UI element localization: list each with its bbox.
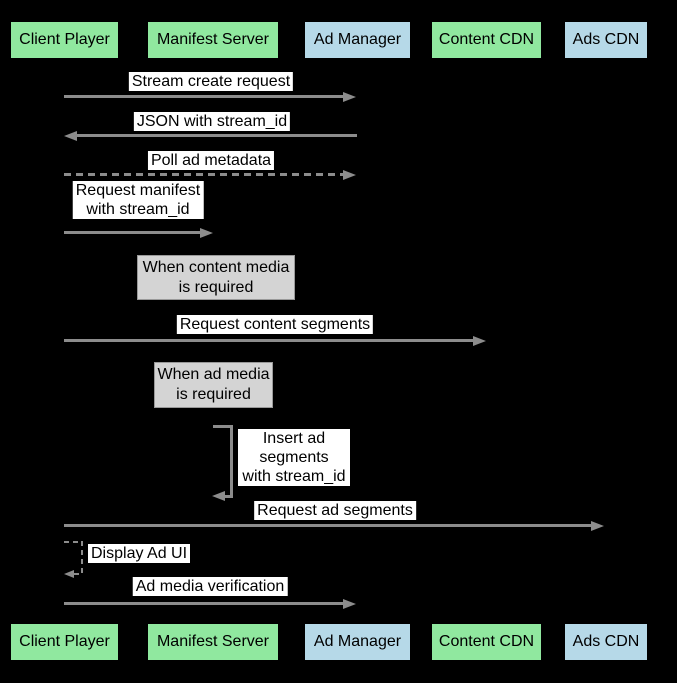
message-label-insert-ad-segments: Insert ad segments with stream_id bbox=[238, 429, 350, 486]
arrowhead-left-icon bbox=[64, 131, 77, 141]
message-line-dashed bbox=[64, 173, 343, 176]
lifeline-content-cdn bbox=[486, 58, 487, 624]
message-label-stream-create-request: Stream create request bbox=[128, 72, 294, 91]
self-loop-right-segment bbox=[230, 425, 233, 498]
actor-content-cdn-top: Content CDN bbox=[432, 22, 541, 58]
actor-ad-manager-bottom: Ad Manager bbox=[305, 624, 410, 660]
message-label-ad-media-verification: Ad media verification bbox=[132, 577, 288, 596]
arrowhead-right-icon bbox=[343, 170, 356, 180]
message-label-json-with-stream-id: JSON with stream_id bbox=[133, 112, 291, 131]
message-line bbox=[64, 602, 343, 605]
self-loop-bottom-segment bbox=[224, 495, 233, 498]
self-loop-right-segment bbox=[81, 541, 83, 575]
message-line bbox=[64, 339, 473, 342]
message-label-request-content-segments: Request content segments bbox=[176, 315, 374, 334]
arrowhead-left-icon bbox=[64, 570, 74, 578]
note-when-content-media: When content media is required bbox=[137, 255, 295, 300]
actor-ads-cdn-top: Ads CDN bbox=[565, 22, 647, 58]
actor-content-cdn-bottom: Content CDN bbox=[432, 624, 541, 660]
message-label-request-manifest: Request manifest with stream_id bbox=[72, 181, 204, 219]
message-label-display-ad-ui: Display Ad UI bbox=[88, 544, 191, 563]
actor-client-player-top: Client Player bbox=[11, 22, 118, 58]
message-line bbox=[77, 134, 357, 137]
message-line bbox=[64, 231, 200, 234]
self-loop-top-segment bbox=[213, 425, 233, 428]
actor-client-player-bottom: Client Player bbox=[11, 624, 118, 660]
arrowhead-right-icon bbox=[343, 599, 356, 609]
arrowhead-right-icon bbox=[343, 92, 356, 102]
message-label-poll-ad-metadata: Poll ad metadata bbox=[147, 151, 275, 170]
actor-ad-manager-top: Ad Manager bbox=[305, 22, 410, 58]
actor-ads-cdn-bottom: Ads CDN bbox=[565, 624, 647, 660]
arrowhead-right-icon bbox=[200, 228, 213, 238]
message-label-request-ad-segments: Request ad segments bbox=[254, 501, 416, 520]
self-loop-top-segment bbox=[64, 541, 83, 543]
actor-manifest-server-top: Manifest Server bbox=[148, 22, 278, 58]
self-loop-bottom-segment bbox=[74, 573, 83, 575]
arrowhead-right-icon bbox=[473, 336, 486, 346]
arrowhead-right-icon bbox=[591, 521, 604, 531]
message-line bbox=[64, 524, 591, 527]
arrowhead-left-icon bbox=[212, 491, 225, 501]
note-when-ad-media: When ad media is required bbox=[154, 362, 273, 408]
message-line bbox=[64, 95, 343, 98]
actor-manifest-server-bottom: Manifest Server bbox=[148, 624, 278, 660]
lifeline-ads-cdn bbox=[606, 58, 607, 624]
